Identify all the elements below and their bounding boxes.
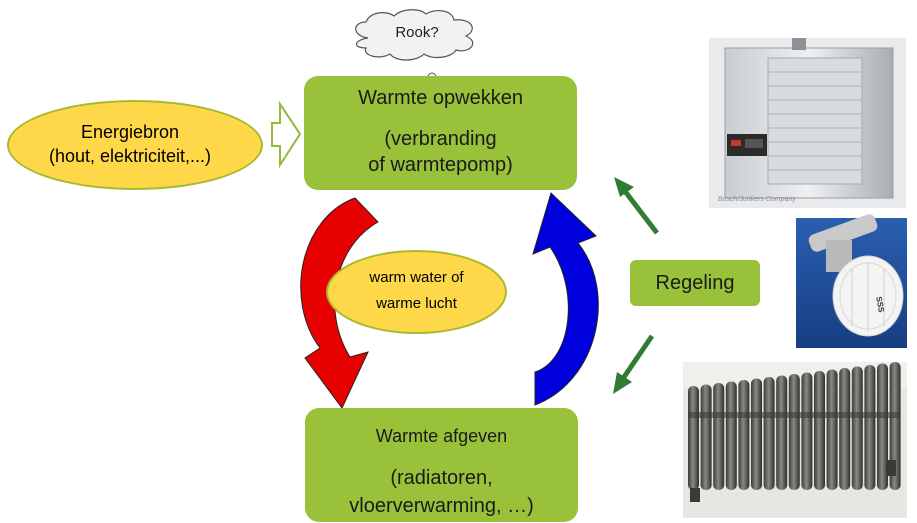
heat-medium-ellipse: warm water of warme lucht [326, 250, 507, 334]
radiator-foot [886, 460, 896, 476]
radiator-foot [690, 488, 700, 502]
radiator-fin [713, 383, 725, 490]
radiator-fin [776, 375, 788, 490]
energy-source-examples: (hout, elektriciteit,...) [48, 146, 212, 166]
radiator-fin [763, 377, 775, 490]
input-arrow-icon [271, 100, 302, 169]
radiator-fin [725, 381, 737, 490]
blue-flow-arrow-icon [532, 192, 599, 406]
smoke-cloud-label: Rook? [395, 24, 439, 41]
heat-generation-detail-line2: of warmtepomp) [368, 154, 513, 176]
heat-release-box: Warmte afgeven (radiatoren, vloerverwarm… [305, 408, 578, 522]
radiator-fin [814, 371, 825, 490]
boiler-caption: Bosch/Junkers Company [718, 196, 796, 203]
radiator-fin [889, 362, 901, 490]
heat-generation-box: Warmte opwekken (verbranding of warmtepo… [304, 76, 577, 190]
radiator-fin [826, 369, 838, 490]
radiator-fin [688, 386, 699, 490]
heat-release-detail-line2: vloerverwarming, …) [349, 495, 534, 517]
radiator-fin [751, 378, 762, 490]
radiator-fin [788, 374, 800, 490]
radiator-fin [801, 372, 813, 490]
energy-source-label: Energiebron [80, 122, 180, 142]
control-label: Regeling [655, 272, 735, 294]
boiler-image [709, 38, 906, 208]
control-box: Regeling [630, 260, 760, 306]
heat-medium-line1: warm water of [369, 269, 464, 286]
thermostatic-valve-image [796, 214, 907, 348]
radiator-fin [839, 368, 851, 490]
radiator-fin [864, 365, 876, 490]
heat-generation-detail-line1: (verbranding [384, 128, 497, 150]
energy-source-ellipse: Energiebron (hout, elektriciteit,...) [7, 100, 263, 190]
control-arrow-down-icon [613, 334, 655, 394]
radiator-fin [700, 384, 712, 490]
heat-release-title: Warmte afgeven [375, 426, 508, 446]
radiator-fin [851, 366, 863, 490]
heat-release-detail-line1: (radiatoren, [390, 467, 493, 489]
radiator-fin [738, 380, 750, 490]
control-arrow-up-icon [614, 177, 659, 235]
heat-medium-line2: warme lucht [376, 295, 457, 312]
heat-generation-title: Warmte opwekken [358, 87, 523, 109]
radiator-fin [877, 363, 888, 490]
cast-iron-radiator-image [683, 362, 907, 518]
